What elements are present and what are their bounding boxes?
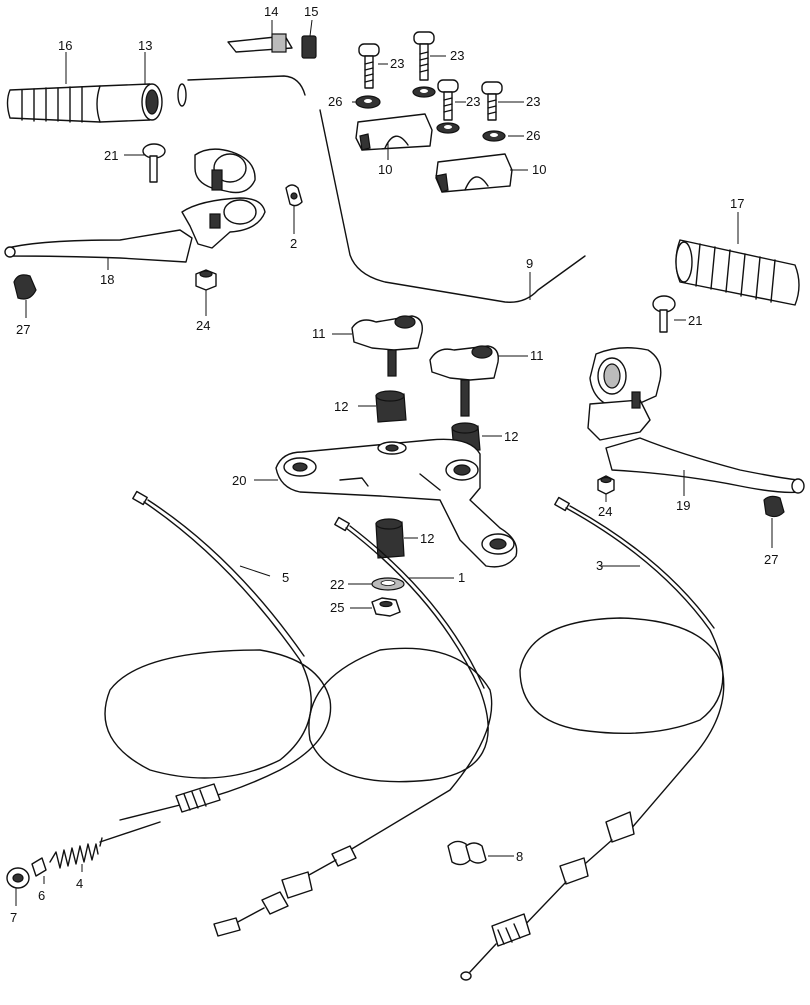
left-lever: [4, 229, 193, 263]
callout-12-b: 12: [504, 429, 518, 444]
callout-24-b: 24: [598, 504, 612, 519]
callout-1: 1: [458, 570, 465, 585]
callout-12-a: 12: [334, 399, 348, 414]
right-lever: [605, 437, 805, 494]
rubber-12-a: [375, 390, 407, 423]
leader-lines: [15, 19, 773, 906]
callout-6: 6: [38, 888, 45, 903]
callout-8: 8: [516, 849, 523, 864]
callout-4: 4: [76, 876, 83, 891]
handlebar-upper-holder-right: [435, 153, 513, 193]
part-15-clip: [301, 35, 317, 59]
part-14-bracket: [227, 33, 293, 53]
callout-27-a: 27: [16, 322, 30, 337]
bolt-21-right: [652, 295, 676, 333]
nut-24-left: [195, 269, 217, 291]
washers-26: [355, 86, 506, 142]
callout-13: 13: [138, 38, 152, 53]
cable-1: [213, 516, 493, 937]
nut-25: [371, 597, 401, 617]
callout-5: 5: [282, 570, 289, 585]
callout-23-c: 23: [466, 94, 480, 109]
callout-16: 16: [58, 38, 72, 53]
throttle-grip: [96, 83, 163, 123]
callout-23-d: 23: [526, 94, 540, 109]
callout-26-a: 26: [328, 94, 342, 109]
bolt-21-left: [142, 143, 166, 183]
callout-22: 22: [330, 577, 344, 592]
callout-10-a: 10: [378, 162, 392, 177]
callout-15: 15: [304, 4, 318, 19]
callout-18: 18: [100, 272, 114, 287]
nut-24-right: [597, 475, 615, 495]
callout-12-c: 12: [420, 531, 434, 546]
handlebar: [175, 73, 707, 318]
callout-11-b: 11: [530, 348, 544, 363]
callout-23-a: 23: [390, 56, 404, 71]
callout-2: 2: [290, 236, 297, 251]
callout-21-b: 21: [688, 313, 702, 328]
part-7-cap: [6, 867, 30, 889]
cable-5: [99, 490, 332, 847]
callout-3: 3: [596, 558, 603, 573]
cap-27-right: [763, 495, 785, 518]
left-grip: [6, 85, 104, 123]
right-grip: [675, 239, 800, 306]
callout-9: 9: [526, 256, 533, 271]
callout-23-b: 23: [450, 48, 464, 63]
right-lever-holder: [587, 347, 662, 441]
washer-22: [371, 577, 405, 591]
callout-25: 25: [330, 600, 344, 615]
handlebar-lower-holder-right: [429, 345, 499, 417]
callout-21-a: 21: [104, 148, 118, 163]
handlebar-upper-holder-left: [355, 113, 433, 151]
cap-27-left: [13, 274, 37, 300]
top-bridge: [275, 438, 518, 568]
callout-20: 20: [232, 473, 246, 488]
part-2-pivot: [285, 184, 303, 207]
callout-17: 17: [730, 196, 744, 211]
callout-19: 19: [676, 498, 690, 513]
callout-11-a: 11: [312, 326, 326, 341]
callout-27-b: 27: [764, 552, 778, 567]
callout-26-b: 26: [526, 128, 540, 143]
spring-4: [49, 843, 99, 869]
callout-14: 14: [264, 4, 278, 19]
handlebar-lower-holder-left: [351, 315, 423, 377]
callout-24-a: 24: [196, 318, 210, 333]
rubber-12-c: [375, 518, 405, 559]
callout-10-b: 10: [532, 162, 546, 177]
callout-numbers: 16 13 14 15 23 23 23 23 26 26 10 10 21 2…: [10, 4, 778, 925]
bolts-23: [358, 31, 503, 121]
cable-3: [460, 496, 725, 981]
callout-7: 7: [10, 910, 17, 925]
left-lever-holder: [181, 148, 266, 249]
part-8-clip: [447, 840, 487, 866]
part-6-collar: [31, 857, 47, 877]
